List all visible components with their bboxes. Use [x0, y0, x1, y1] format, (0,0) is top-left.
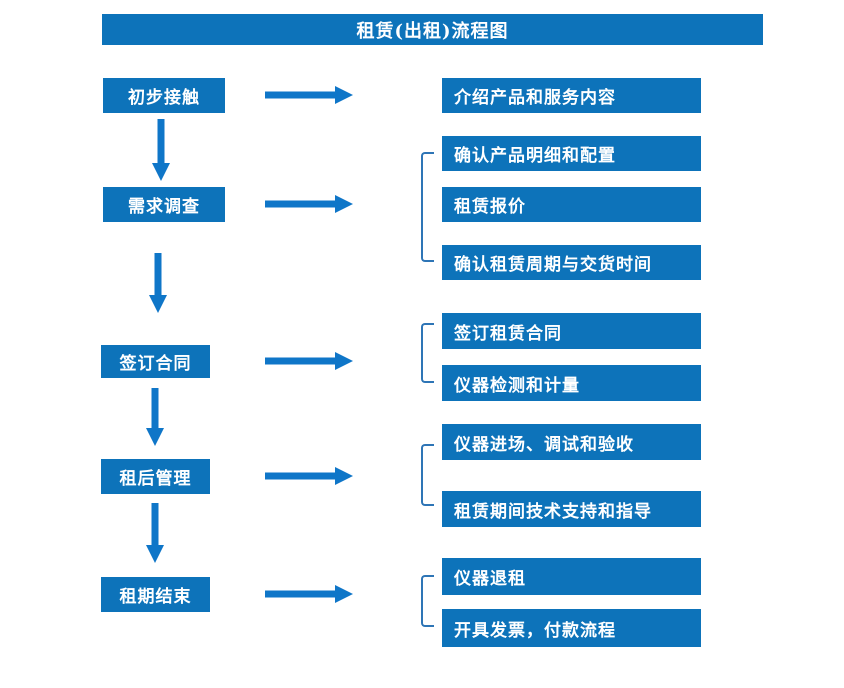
- output-box-confirm-rental-period: 确认租赁周期与交货时间: [442, 245, 701, 280]
- down-arrow-icon: [149, 253, 167, 313]
- step-box-initial-contact: 初步接触: [103, 78, 225, 113]
- down-arrow-icon: [146, 388, 164, 446]
- group-bracket-rental-end: [421, 575, 434, 627]
- right-arrow-icon: [265, 467, 353, 485]
- output-box-instrument-return: 仪器退租: [442, 558, 701, 595]
- step-box-demand-survey: 需求调查: [103, 187, 225, 222]
- output-box-sign-rental-contract: 签订租赁合同: [442, 313, 701, 349]
- step-box-post-rental-management: 租后管理: [101, 459, 210, 494]
- output-box-introduce-products: 介绍产品和服务内容: [442, 78, 701, 113]
- step-box-rental-end: 租期结束: [101, 577, 210, 612]
- output-box-invoice-payment: 开具发票，付款流程: [442, 609, 701, 647]
- right-arrow-icon: [265, 195, 353, 213]
- output-box-instrument-entry-acceptance: 仪器进场、调试和验收: [442, 424, 701, 460]
- down-arrow-icon: [146, 503, 164, 563]
- group-bracket-sign-contract: [421, 323, 434, 383]
- right-arrow-icon: [265, 352, 353, 370]
- output-box-rental-quotation: 租赁报价: [442, 187, 701, 222]
- right-arrow-icon: [265, 86, 353, 104]
- down-arrow-icon: [152, 119, 170, 181]
- output-box-confirm-product-details: 确认产品明细和配置: [442, 136, 701, 171]
- step-box-sign-contract: 签订合同: [101, 345, 210, 378]
- right-arrow-icon: [265, 585, 353, 603]
- output-box-instrument-testing: 仪器检测和计量: [442, 365, 701, 401]
- output-box-technical-support: 租赁期间技术支持和指导: [442, 491, 701, 527]
- page-title: 租赁(出租)流程图: [102, 14, 763, 45]
- group-bracket-post-rental: [421, 444, 434, 506]
- group-bracket-demand-survey: [421, 152, 434, 262]
